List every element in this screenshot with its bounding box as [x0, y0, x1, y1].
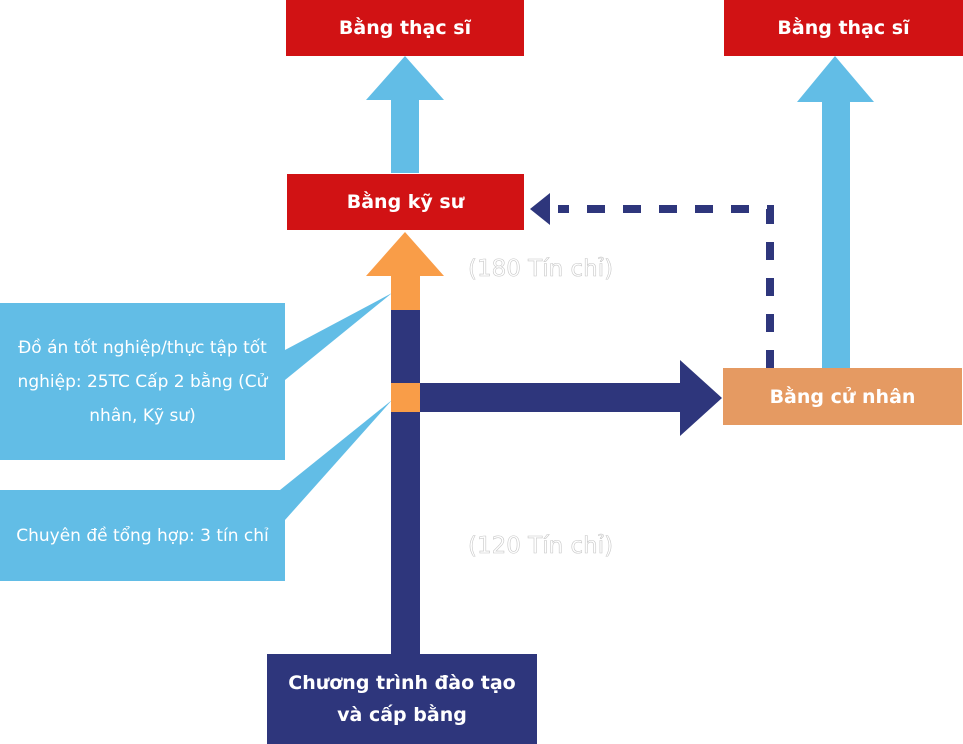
- arrow-up-engineer-to-master: [366, 56, 444, 173]
- dashed-arrow-head: [530, 193, 550, 225]
- arrow-up-bachelor-to-master: [797, 56, 874, 368]
- bachelor-degree-box: Bằng cử nhân: [723, 368, 962, 425]
- dashed-arrow-bachelor-to-engineer: [558, 205, 774, 368]
- credits-engineer-label: (180 Tín chỉ): [468, 256, 614, 283]
- engineer-degree-box: Bằng kỹ sư: [287, 174, 524, 230]
- callout-thesis: Đồ án tốt nghiệp/thực tập tốt nghiệp: 25…: [0, 303, 285, 460]
- callout-pointer-thesis: [285, 293, 392, 380]
- arrow-up-to-engineer: [366, 232, 444, 310]
- callout-capstone: Chuyên đề tổng hợp: 3 tín chỉ: [0, 490, 285, 581]
- master-degree-box-right: Bằng thạc sĩ: [724, 0, 963, 56]
- arrow-right-to-bachelor: [420, 360, 722, 436]
- program-box: Chương trình đào tạo và cấp bằng: [267, 654, 537, 744]
- callout-pointer-capstone: [280, 400, 392, 520]
- junction-orange: [391, 383, 420, 412]
- credits-bachelor-label: (120 Tín chỉ): [468, 533, 614, 560]
- master-degree-box-left: Bằng thạc sĩ: [286, 0, 524, 56]
- trunk-navy: [391, 310, 420, 655]
